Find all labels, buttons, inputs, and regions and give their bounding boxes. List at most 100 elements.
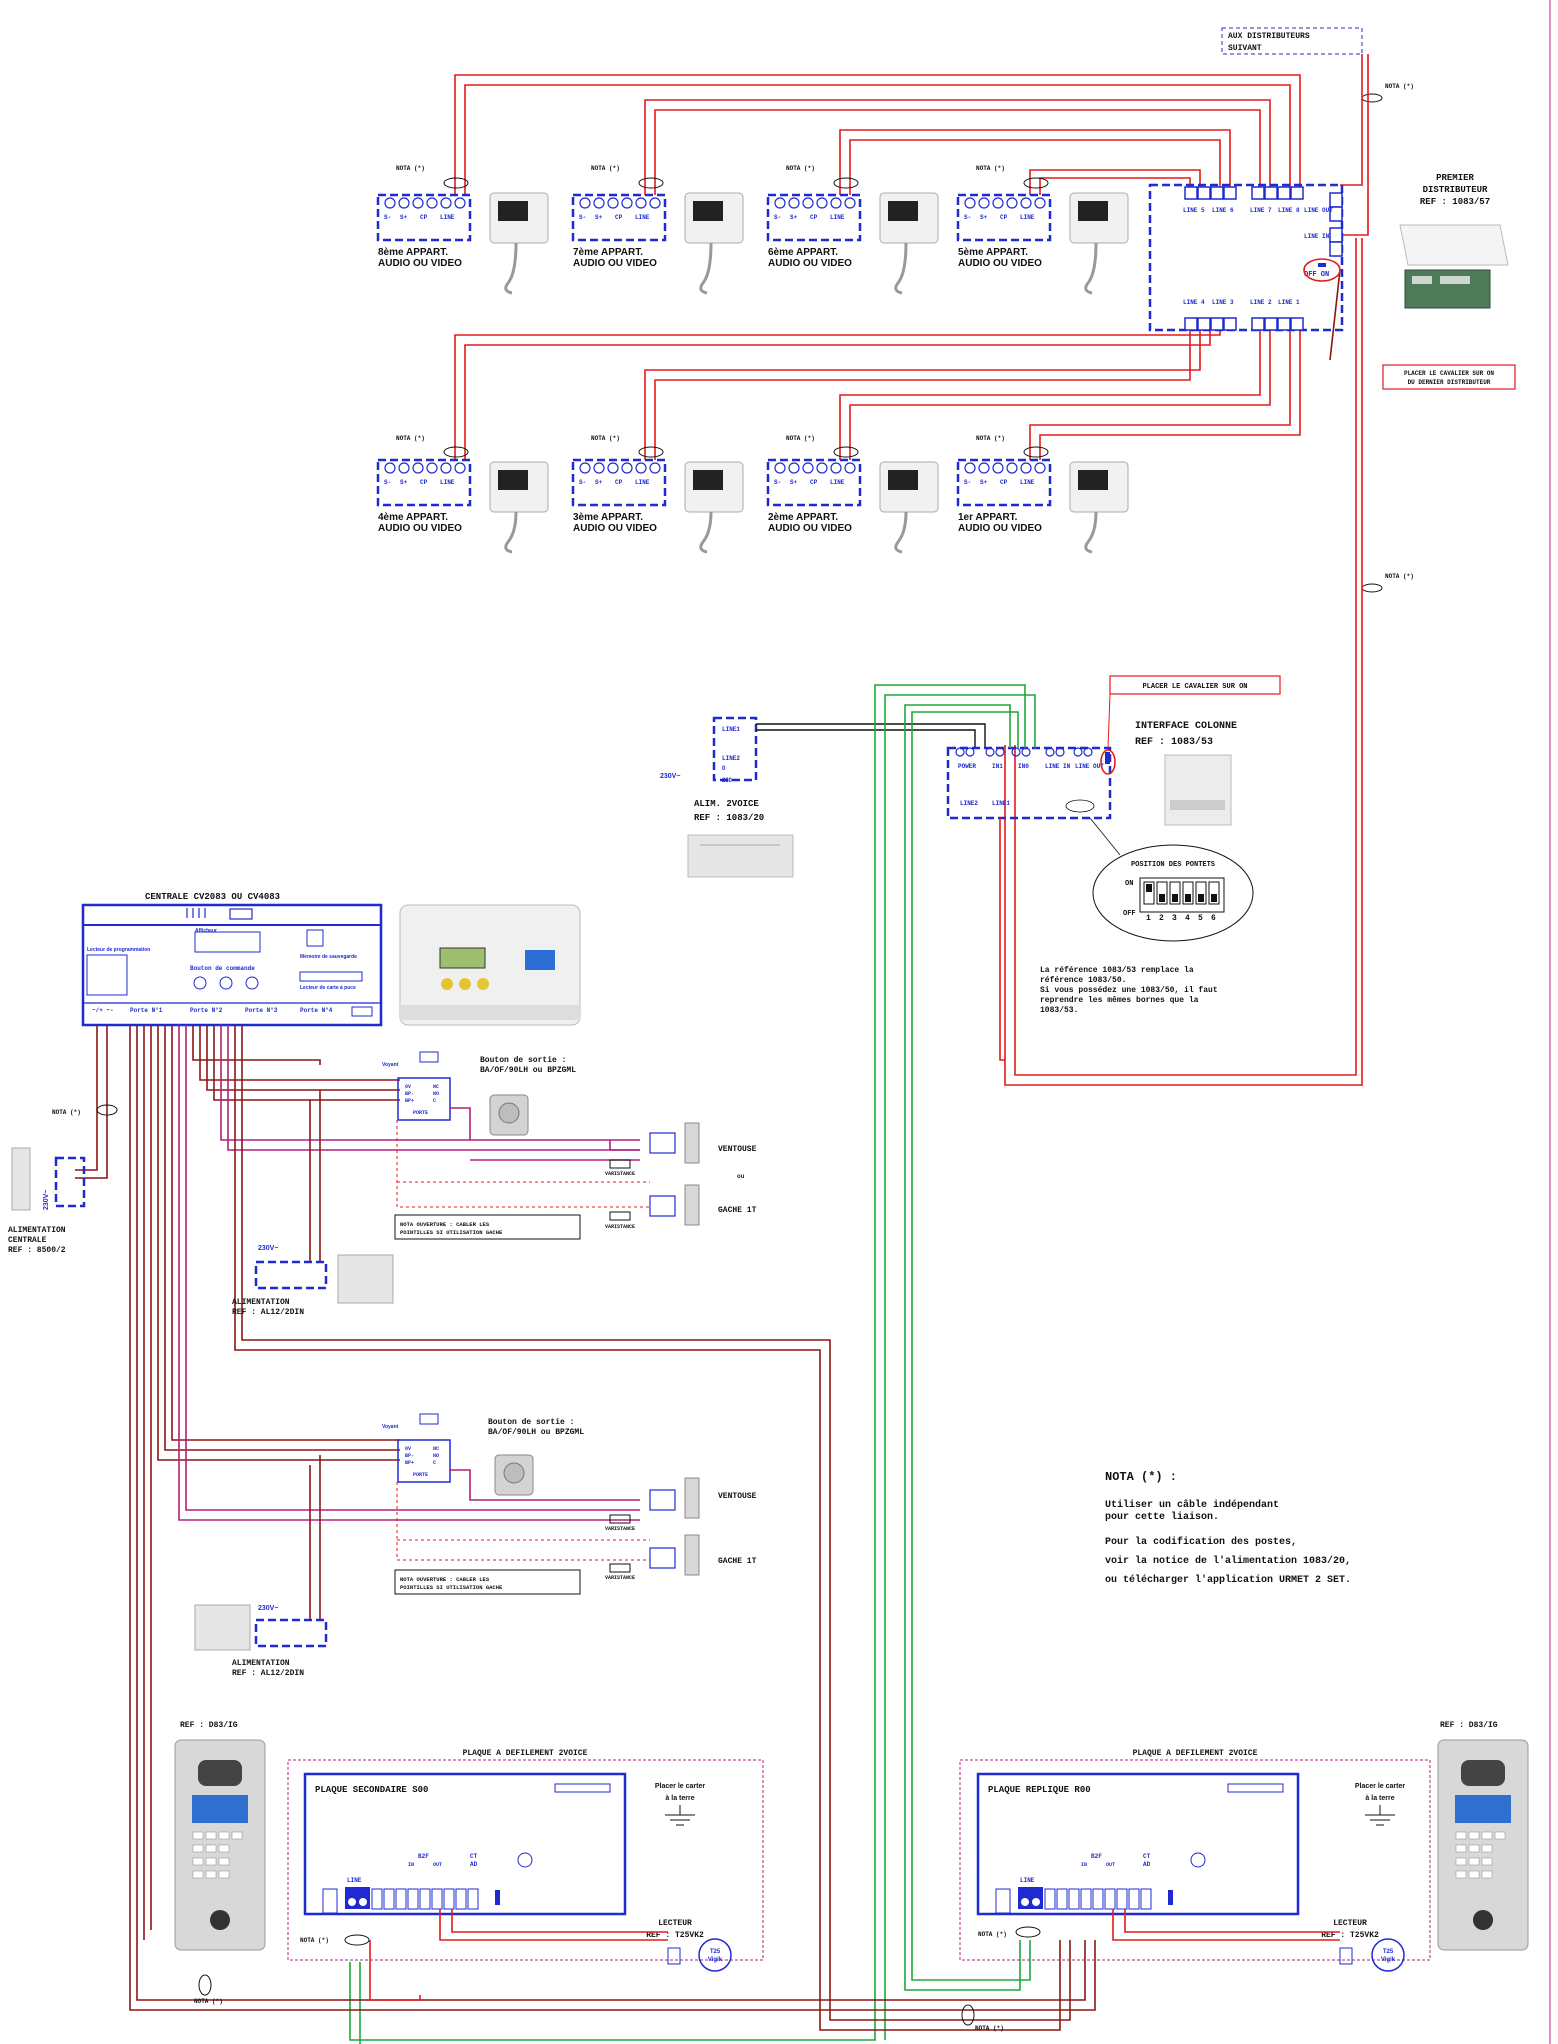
nota-text: Utiliser un câble indépendant [1105, 1499, 1279, 1511]
porte-label: PORTE [413, 1472, 428, 1478]
plaque-replique: REF : D83/IG PLAQUE A DEFILEMENT 2VOICE … [959, 1721, 1529, 2032]
apartment-label: AUDIO OU VIDEO [378, 523, 462, 534]
line2-label: LINE2 [960, 800, 978, 807]
apartment-6: S- S+ CP LINE 6ème APPART. AUDIO OU VIDE… [766, 165, 939, 295]
dip-3: 3 [1172, 914, 1177, 923]
aux-label-2: SUIVANT [1228, 44, 1262, 53]
pontets-title: POSITION DES PONTETS [1131, 861, 1215, 869]
memoire-label: Mémoire de sauvegarde [300, 954, 357, 960]
porte1-label: Porte N°1 [130, 1007, 163, 1014]
carter-note: Placer le carter [1355, 1783, 1405, 1790]
alim-photo [337, 1254, 394, 1304]
voltage-label: 230V~ [660, 773, 680, 780]
red-link [999, 818, 1005, 1061]
line7-label: LINE 7 [1250, 207, 1272, 214]
apartment-label: 7ème APPART. [573, 247, 643, 258]
plaque-frame [287, 1759, 764, 1961]
gache-label: GACHE 1T [718, 1206, 757, 1215]
carter-note: à la terre [1365, 1795, 1394, 1802]
alim-title: CENTRALE [8, 1236, 47, 1245]
in-label: IN [408, 1862, 414, 1868]
cable-marker [1361, 583, 1383, 593]
term-s-minus: S- [774, 214, 781, 221]
riser-wire [1340, 54, 1363, 186]
dip-6: 6 [1211, 914, 1216, 923]
cable-marker [638, 177, 664, 189]
cable-marker [344, 1934, 370, 1946]
interface-title: INTERFACE COLONNE [1135, 721, 1237, 732]
voyant-label: Voyant [382, 1424, 399, 1430]
off-on-label: OFF ON [1304, 271, 1329, 279]
apartment-8: S- S+ CP LINE 8ème APPART. AUDIO OU VIDE… [376, 165, 549, 295]
in-label: IN [1081, 1862, 1087, 1868]
ct-label: CT [1143, 1853, 1151, 1860]
aux-label-1: AUX DISTRIBUTEURS [1228, 32, 1310, 41]
pin-bp-minus: BP- [405, 1453, 414, 1459]
alim-ref: REF : 1083/20 [694, 813, 764, 823]
nota-text: ou télécharger l'application URMET 2 SET… [1105, 1574, 1351, 1586]
screen-icon [498, 470, 528, 490]
alim-photo [11, 1147, 31, 1211]
voltage-label: 230V~ [43, 1190, 50, 1210]
porte3-label: Porte N°3 [245, 1007, 278, 1014]
callout-line [1329, 269, 1341, 361]
remark-line: La référence 1083/53 remplace la [1040, 966, 1194, 975]
pin-bp-plus: BP+ [405, 1098, 414, 1104]
nota-label: NOTA (*) [786, 165, 815, 172]
term-s-plus: S+ [980, 479, 988, 486]
cable-marker [833, 446, 859, 458]
term-s-minus: S- [964, 214, 971, 221]
power-label: POWER [958, 763, 976, 770]
apartment-label: AUDIO OU VIDEO [958, 258, 1042, 269]
green-bus [911, 711, 1031, 1981]
term-s-plus: S+ [790, 479, 798, 486]
nota-label: NOTA (*) [976, 435, 1005, 442]
nota-title: NOTA (*) : [1105, 1470, 1177, 1484]
riser-wire [1014, 238, 1357, 1076]
apartment-label: 6ème APPART. [768, 247, 838, 258]
line2-label: LINE 2 [1250, 299, 1272, 306]
pin-bp-plus: BP+ [405, 1460, 414, 1466]
term-cp: CP [1000, 214, 1008, 221]
apartment-row-top: S- S+ CP LINE 8ème APPART. AUDIO OU VIDE… [376, 165, 1129, 295]
green-bus [904, 704, 1021, 1991]
t25-label: T25 [1383, 1949, 1394, 1955]
apt-wire-1 [1029, 325, 1291, 460]
term-s-minus: S- [579, 479, 586, 486]
nota-label: NOTA (*) [591, 435, 620, 442]
apt-wire-6 [839, 129, 1231, 195]
nota-label: NOTA (*) [1385, 573, 1414, 580]
b2f-label: B2F [1091, 1853, 1102, 1860]
alim-title: ALIMENTATION [232, 1298, 290, 1307]
in1-label: IN1 [992, 763, 1003, 770]
alim-ref: REF : AL12/2DIN [232, 1308, 304, 1317]
apt-wire-8 [454, 74, 1301, 195]
apt-wire-2 [849, 325, 1271, 460]
cable-marker [1361, 93, 1383, 103]
term-cp: CP [615, 214, 623, 221]
term-s-plus: S+ [400, 214, 408, 221]
nota-ouverture: NOTA OUVERTURE : CABLER LES [400, 1576, 490, 1583]
distributor-photo [1399, 224, 1509, 309]
nota-label: NOTA (*) [978, 1931, 1007, 1938]
nota-ouverture: POINTILLES SI UTILISATION GACHE [400, 1229, 503, 1236]
out-label: OUT [1106, 1862, 1115, 1868]
aux-distributeurs: AUX DISTRIBUTEURS SUIVANT NOTA (*) NOTA … [1221, 27, 1414, 593]
term-s-minus: S- [579, 214, 586, 221]
plaque-secondaire: REF : D83/IG PLAQUE A DEFILEMENT 2VOICE … [174, 1721, 764, 2005]
riser-wire [1004, 238, 1363, 1086]
in0-label: IN0 [1018, 763, 1029, 770]
cable-marker [198, 1974, 212, 1996]
dip-off-label: OFF [1123, 910, 1136, 918]
term-cp: CP [420, 479, 428, 486]
alim-al12-2: 230V~ ALIMENTATION REF : AL12/2DIN [194, 1604, 328, 1678]
line1-label: LINE1 [722, 726, 740, 733]
term-line: LINE [440, 479, 455, 486]
term-line: LINE [635, 479, 650, 486]
term-cp: CP [420, 214, 428, 221]
nota-label: NOTA (*) [396, 435, 425, 442]
apt-wire-5 [1029, 169, 1201, 195]
nota-label: NOTA (*) [786, 435, 815, 442]
nota-ouverture-box [394, 1569, 581, 1595]
varistance-label: VARISTANCE [605, 1526, 635, 1532]
